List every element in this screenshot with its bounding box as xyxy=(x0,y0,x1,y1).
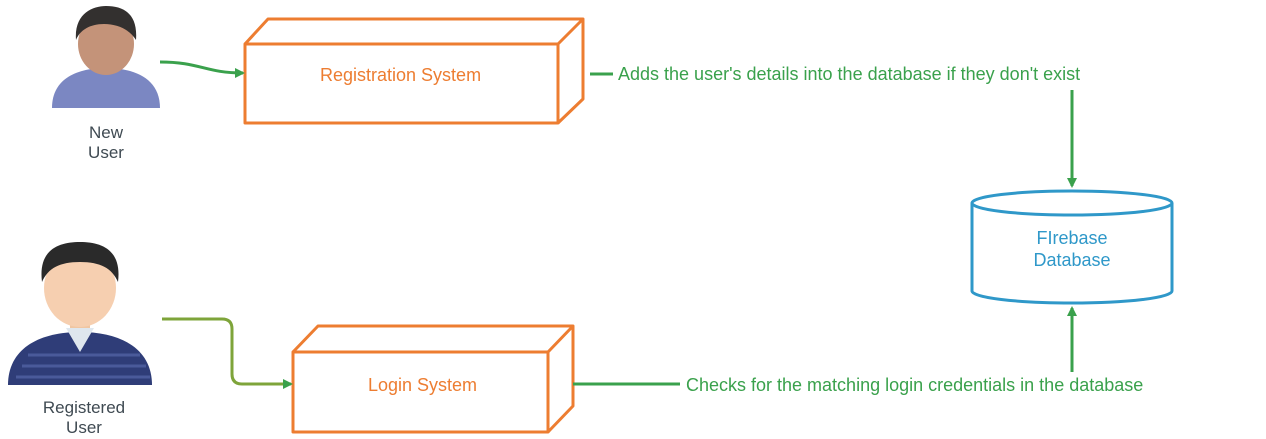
registered-user-label: Registered User xyxy=(42,398,126,438)
firebase-database-cylinder xyxy=(970,189,1174,305)
new-user-avatar-icon xyxy=(52,6,160,108)
new-user-label: New User xyxy=(88,123,124,163)
registration-system-label: Registration System xyxy=(320,65,482,85)
login-note: Checks for the matching login credential… xyxy=(686,375,1144,395)
registered-user-avatar-icon xyxy=(8,242,152,385)
registered-user-to-login-arrow xyxy=(162,317,293,389)
firebase-database-label: FIrebase Database xyxy=(1033,228,1111,270)
new-user-to-registration-arrow xyxy=(159,60,245,78)
login-system-box xyxy=(291,324,575,434)
login-system-label: Login System xyxy=(368,375,478,395)
registration-system-box xyxy=(243,17,585,125)
registration-note: Adds the user's details into the databas… xyxy=(618,64,1081,84)
